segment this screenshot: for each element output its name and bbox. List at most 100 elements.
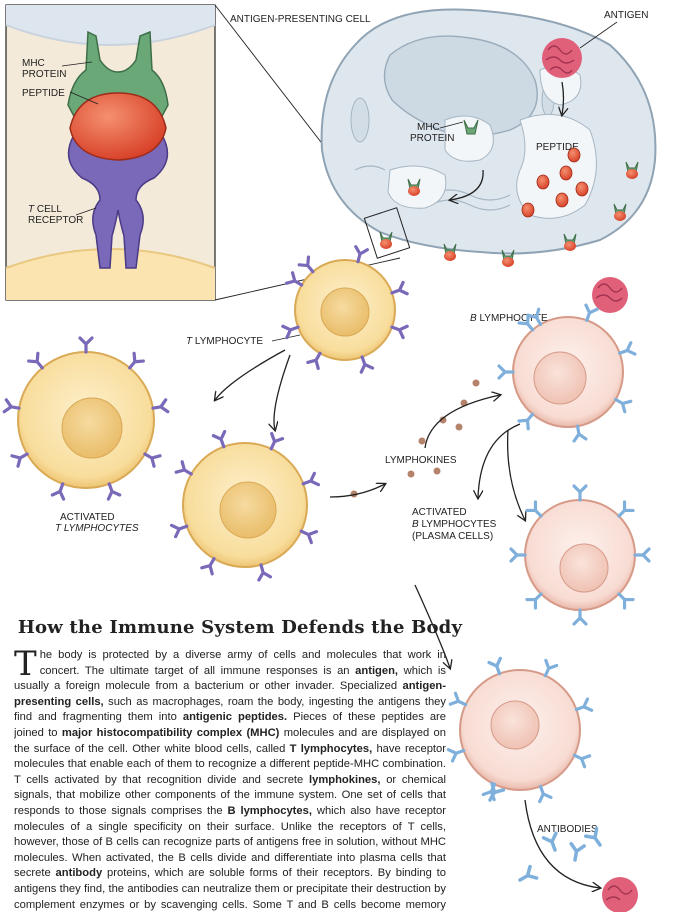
apc-mhc-label-line1: MHC bbox=[417, 122, 440, 133]
bold-term: B lymphocytes, bbox=[227, 804, 312, 817]
antibody-icon bbox=[525, 500, 543, 518]
antibody-icon bbox=[617, 500, 635, 518]
t-cell-receptor-icon bbox=[174, 460, 193, 476]
apc-label: ANTIGEN-PRESENTING CELL bbox=[230, 14, 371, 25]
b-cell-receptor-icon bbox=[497, 364, 515, 380]
article-body-text: he body is protected by a diverse army o… bbox=[14, 649, 446, 912]
t-cell-receptor-icon bbox=[301, 471, 321, 487]
body-segment: have receptor molecules that enable each… bbox=[14, 742, 446, 786]
t-cell-receptor-icon bbox=[269, 431, 285, 451]
t-cell-receptor-icon bbox=[257, 563, 273, 582]
lymphokine-dots bbox=[350, 379, 480, 498]
mhc-peptide-complexes bbox=[379, 161, 639, 267]
antibodies bbox=[446, 303, 651, 882]
antigen-blob-b bbox=[592, 277, 628, 313]
t-lymphocyte-label: T LYMPHOCYTE bbox=[186, 336, 263, 347]
body-segment: molecules and are displayed on the surfa… bbox=[14, 726, 446, 755]
b-cell-receptor-icon bbox=[618, 341, 637, 356]
apc-nucleus bbox=[383, 35, 538, 137]
activated-t-lymphocyte-right bbox=[182, 442, 308, 568]
activated-t-lymphocyte-left bbox=[17, 351, 155, 489]
activated-t-label-line2: T LYMPHOCYTES bbox=[55, 523, 139, 534]
t-cell-receptor-icon bbox=[299, 529, 319, 545]
antibody-icon bbox=[525, 592, 543, 610]
mhc-vesicle bbox=[444, 115, 494, 162]
b-cell-receptor-icon bbox=[517, 313, 535, 332]
antigen-blob-bottom bbox=[602, 877, 638, 912]
t-cell-receptor-icon bbox=[281, 324, 300, 340]
antibodies-label: ANTIBODIES bbox=[537, 824, 598, 835]
tcr-label-line1: T CELL bbox=[28, 204, 62, 215]
mhc-label-line1: MHC bbox=[22, 58, 45, 69]
t-cell-receptor-icon bbox=[390, 324, 409, 340]
t-lymphocyte bbox=[294, 259, 396, 361]
antibody-icon bbox=[572, 484, 588, 502]
t-cell-receptor-icon bbox=[297, 255, 315, 274]
t-cell-receptor-icon bbox=[128, 351, 145, 370]
free-antibody-icon bbox=[541, 831, 558, 852]
b-cell-receptor-icon bbox=[614, 397, 633, 414]
t-cell-receptor-icon bbox=[354, 245, 369, 264]
bold-term: antigen-presenting cells, bbox=[14, 680, 446, 708]
antibody-icon bbox=[574, 697, 594, 712]
article-title: How the Immune System Defends the Body bbox=[17, 617, 463, 638]
t-cell-receptor-icon bbox=[284, 271, 304, 287]
t-cell-receptor-icon bbox=[2, 398, 21, 414]
mhc-in-vesicle bbox=[463, 119, 479, 135]
body-segment: which is usually a foreign molecule from… bbox=[14, 664, 446, 693]
t-cell-receptor-icon bbox=[10, 452, 29, 468]
antibody-icon bbox=[572, 608, 588, 626]
b-lymphocyte-label: B LYMPHOCYTE bbox=[470, 313, 548, 324]
antibody-icon bbox=[617, 592, 635, 610]
body-segment: Pieces of these peptides are joined to bbox=[14, 711, 446, 739]
bold-term: antibody bbox=[55, 867, 103, 880]
free-antibody-icon bbox=[569, 841, 586, 862]
antigen-blob-top bbox=[542, 38, 582, 78]
b-cell-receptor-icon bbox=[572, 424, 588, 443]
bold-term: lymphokines, bbox=[308, 773, 381, 786]
inset-panel: MHC PROTEIN PEPTIDE T CELL RECEPTOR bbox=[5, 4, 216, 301]
activated-t-label-line1: ACTIVATED bbox=[60, 512, 115, 523]
body-segment: or chemical signals, that mobilize other… bbox=[14, 773, 446, 817]
free-antibody-icon bbox=[518, 864, 539, 882]
antigen-label: ANTIGEN bbox=[604, 10, 648, 21]
body-segment: proteins, which are soluble forms of the… bbox=[14, 867, 446, 911]
t-cell-receptor-icon bbox=[50, 482, 66, 501]
peptide-shape bbox=[69, 92, 167, 161]
t-cell-receptor-icon bbox=[27, 351, 44, 370]
antibody-icon bbox=[487, 656, 502, 676]
antibody-icon bbox=[448, 691, 468, 707]
antibody-icon bbox=[543, 658, 559, 678]
antibody-icon bbox=[633, 547, 651, 563]
bold-term: major histocompatibility complex (MHC) bbox=[61, 726, 280, 739]
antibody-icon bbox=[446, 748, 466, 763]
b-cell-receptor-icon bbox=[584, 303, 599, 322]
apc-peptide-label: PEPTIDE bbox=[536, 142, 579, 153]
plasma-cell-lower bbox=[459, 669, 581, 791]
t-cell-receptor-icon bbox=[200, 557, 216, 576]
body-segment: such as macrophages, roam the body, inge… bbox=[14, 695, 446, 724]
t-cell-receptor-icon bbox=[143, 452, 162, 468]
bold-term: T lymphocytes, bbox=[289, 742, 373, 755]
peptides-in-vesicle bbox=[521, 147, 589, 218]
free-antibody-icon bbox=[488, 781, 506, 802]
lymphokines-label: LYMPHOKINES bbox=[385, 455, 457, 466]
zoom-box bbox=[363, 207, 411, 259]
t-cell-receptor-icon bbox=[151, 398, 170, 414]
t-cell-receptor-icon bbox=[169, 523, 189, 539]
antigen-presenting-cell bbox=[320, 8, 657, 255]
b-cell-receptor-icon bbox=[517, 412, 535, 431]
t-cell-receptor-icon bbox=[306, 351, 322, 371]
antibody-icon bbox=[509, 547, 527, 563]
activated-b-label-line1: ACTIVATED bbox=[412, 507, 467, 518]
activated-b-label-line3: (PLASMA CELLS) bbox=[412, 531, 493, 542]
bold-term: antigenic peptides. bbox=[182, 711, 288, 724]
free-antibody-icon bbox=[584, 826, 602, 847]
body-segment: which also have receptor molecules of a … bbox=[14, 804, 446, 880]
body-segment: he body is protected by a diverse army o… bbox=[39, 649, 446, 677]
t-cell-receptors bbox=[2, 245, 409, 582]
antibody-icon bbox=[538, 784, 553, 804]
peptide-label-inset: PEPTIDE bbox=[22, 88, 65, 99]
